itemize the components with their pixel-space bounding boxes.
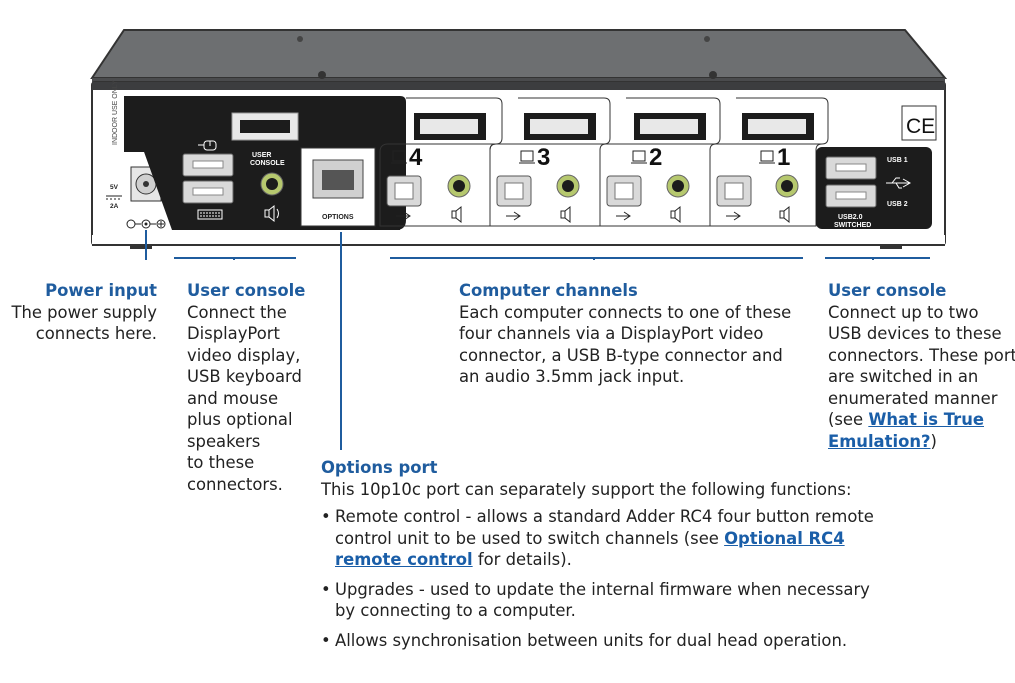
kvm-switch-rear-panel: INDOOR USE ONLY 5V 2A USER CONSOLE (90, 29, 948, 260)
bullet-line: control unit to be used to switch channe… (335, 528, 874, 550)
usb-icon (886, 177, 912, 189)
computer-channels-title: Computer channels (459, 281, 638, 300)
mouse-icon (198, 140, 217, 151)
bullet-dot: • (321, 630, 331, 650)
true-emulation-link[interactable]: What is True (868, 410, 984, 429)
true-emulation-link-2[interactable]: Emulation? (828, 431, 931, 451)
callout-line: speakers (187, 431, 261, 451)
callout-line: video display, (187, 345, 301, 365)
callout-line: an audio 3.5mm jack input. (459, 367, 685, 386)
rc4-link[interactable]: Optional RC4 (724, 528, 845, 548)
callout-line: four channels via a DisplayPort video (459, 324, 764, 343)
callout-line: connects here. (35, 324, 157, 343)
callout-line: USB keyboard (187, 367, 302, 386)
callout-line: connectors. (187, 474, 283, 494)
bullet-line: Upgrades - used to update the internal f… (335, 579, 870, 599)
console-audio-jack (260, 172, 284, 196)
bullet-upgrades: • Upgrades - used to update the internal… (321, 579, 874, 622)
bullet-text: for details). (472, 550, 572, 569)
svg-text:OPTIONS: OPTIONS (322, 214, 354, 221)
svg-text:5V: 5V (110, 184, 119, 191)
bullet-line: Remote control - allows a standard Adder… (335, 507, 874, 526)
callout-line: connector, a USB B-type connector and (459, 345, 783, 365)
polarity-icon (126, 219, 166, 229)
callout-line: and mouse (187, 388, 279, 408)
svg-text:USB2.0: USB2.0 (838, 214, 863, 221)
callout-line: Connect the (187, 302, 287, 322)
callout-line: enumerated manner (828, 388, 998, 408)
svg-text:USER: USER (252, 152, 271, 159)
see-suffix: ) (930, 431, 937, 451)
svg-text:CONSOLE: CONSOLE (250, 160, 285, 167)
speaker-icon (264, 204, 279, 223)
channel-4: 4 (379, 97, 503, 227)
bullet-sync: • Allows synchronisation between units f… (321, 630, 874, 652)
user-console-left-title: User console (187, 281, 306, 300)
options-intro: This 10p10c port can separately support … (321, 479, 852, 499)
svg-text:USB 1: USB 1 (887, 157, 908, 164)
bullet-dot: • (321, 579, 331, 599)
callout-line: connectors. These ports (828, 345, 1015, 365)
ce-mark: CE (906, 115, 935, 138)
callout-line: Emulation?) (828, 431, 1015, 453)
callout-line: DisplayPort (187, 324, 280, 343)
svg-text:2A: 2A (110, 203, 119, 210)
user-console-right-callout: User console Connect up to two USB devic… (828, 280, 1015, 452)
computer-channels-callout: Computer channels Each computer connects… (459, 280, 791, 388)
options-connector-line (340, 232, 342, 450)
callout-line: Connect up to two (828, 302, 979, 322)
svg-text:USB 2: USB 2 (887, 201, 908, 208)
callout-line: are switched in an (828, 367, 979, 386)
see-prefix: (see (828, 410, 869, 429)
power-input-callout: Power input The power supply connects he… (11, 280, 157, 345)
channel-number: 4 (409, 144, 423, 171)
callout-line: (see What is True (828, 409, 1015, 431)
bullet-text: control unit to be used to switch channe… (335, 528, 725, 548)
bullet-line: remote control for details). (335, 549, 874, 571)
channel-number: 2 (649, 144, 662, 171)
bullet-line: Allows synchronisation between units for… (335, 630, 848, 650)
channel-number: 3 (537, 144, 550, 171)
callout-line: plus optional (187, 410, 293, 429)
callout-line: to these (187, 453, 255, 472)
callout-line: USB devices to these (828, 324, 1002, 343)
indoor-use-label: INDOOR USE ONLY (112, 80, 119, 145)
bullet-remote-control: • Remote control - allows a standard Add… (321, 506, 874, 571)
callout-line: Each computer connects to one of these (459, 302, 792, 322)
user-console-left-callout: User console Connect the DisplayPort vid… (187, 280, 305, 495)
bullet-line: by connecting to a computer. (335, 601, 576, 620)
options-port-title: Options port (321, 458, 438, 477)
channel-2: 2 (600, 97, 721, 227)
options-port-callout: Options port This 10p10c port can separa… (321, 457, 852, 500)
callout-line: The power supply (11, 302, 157, 322)
channel-1: 1 (710, 97, 829, 227)
channel-number: 1 (777, 144, 790, 171)
user-console-right-title: User console (828, 281, 947, 300)
bullet-dot: • (321, 507, 331, 526)
channel-3: 3 (489, 97, 611, 227)
svg-text:SWITCHED: SWITCHED (834, 222, 871, 229)
rc4-link-2[interactable]: remote control (335, 550, 473, 569)
options-bullet-list: • Remote control - allows a standard Add… (321, 506, 874, 659)
keyboard-icon (197, 209, 223, 220)
power-input-title: Power input (45, 281, 157, 300)
